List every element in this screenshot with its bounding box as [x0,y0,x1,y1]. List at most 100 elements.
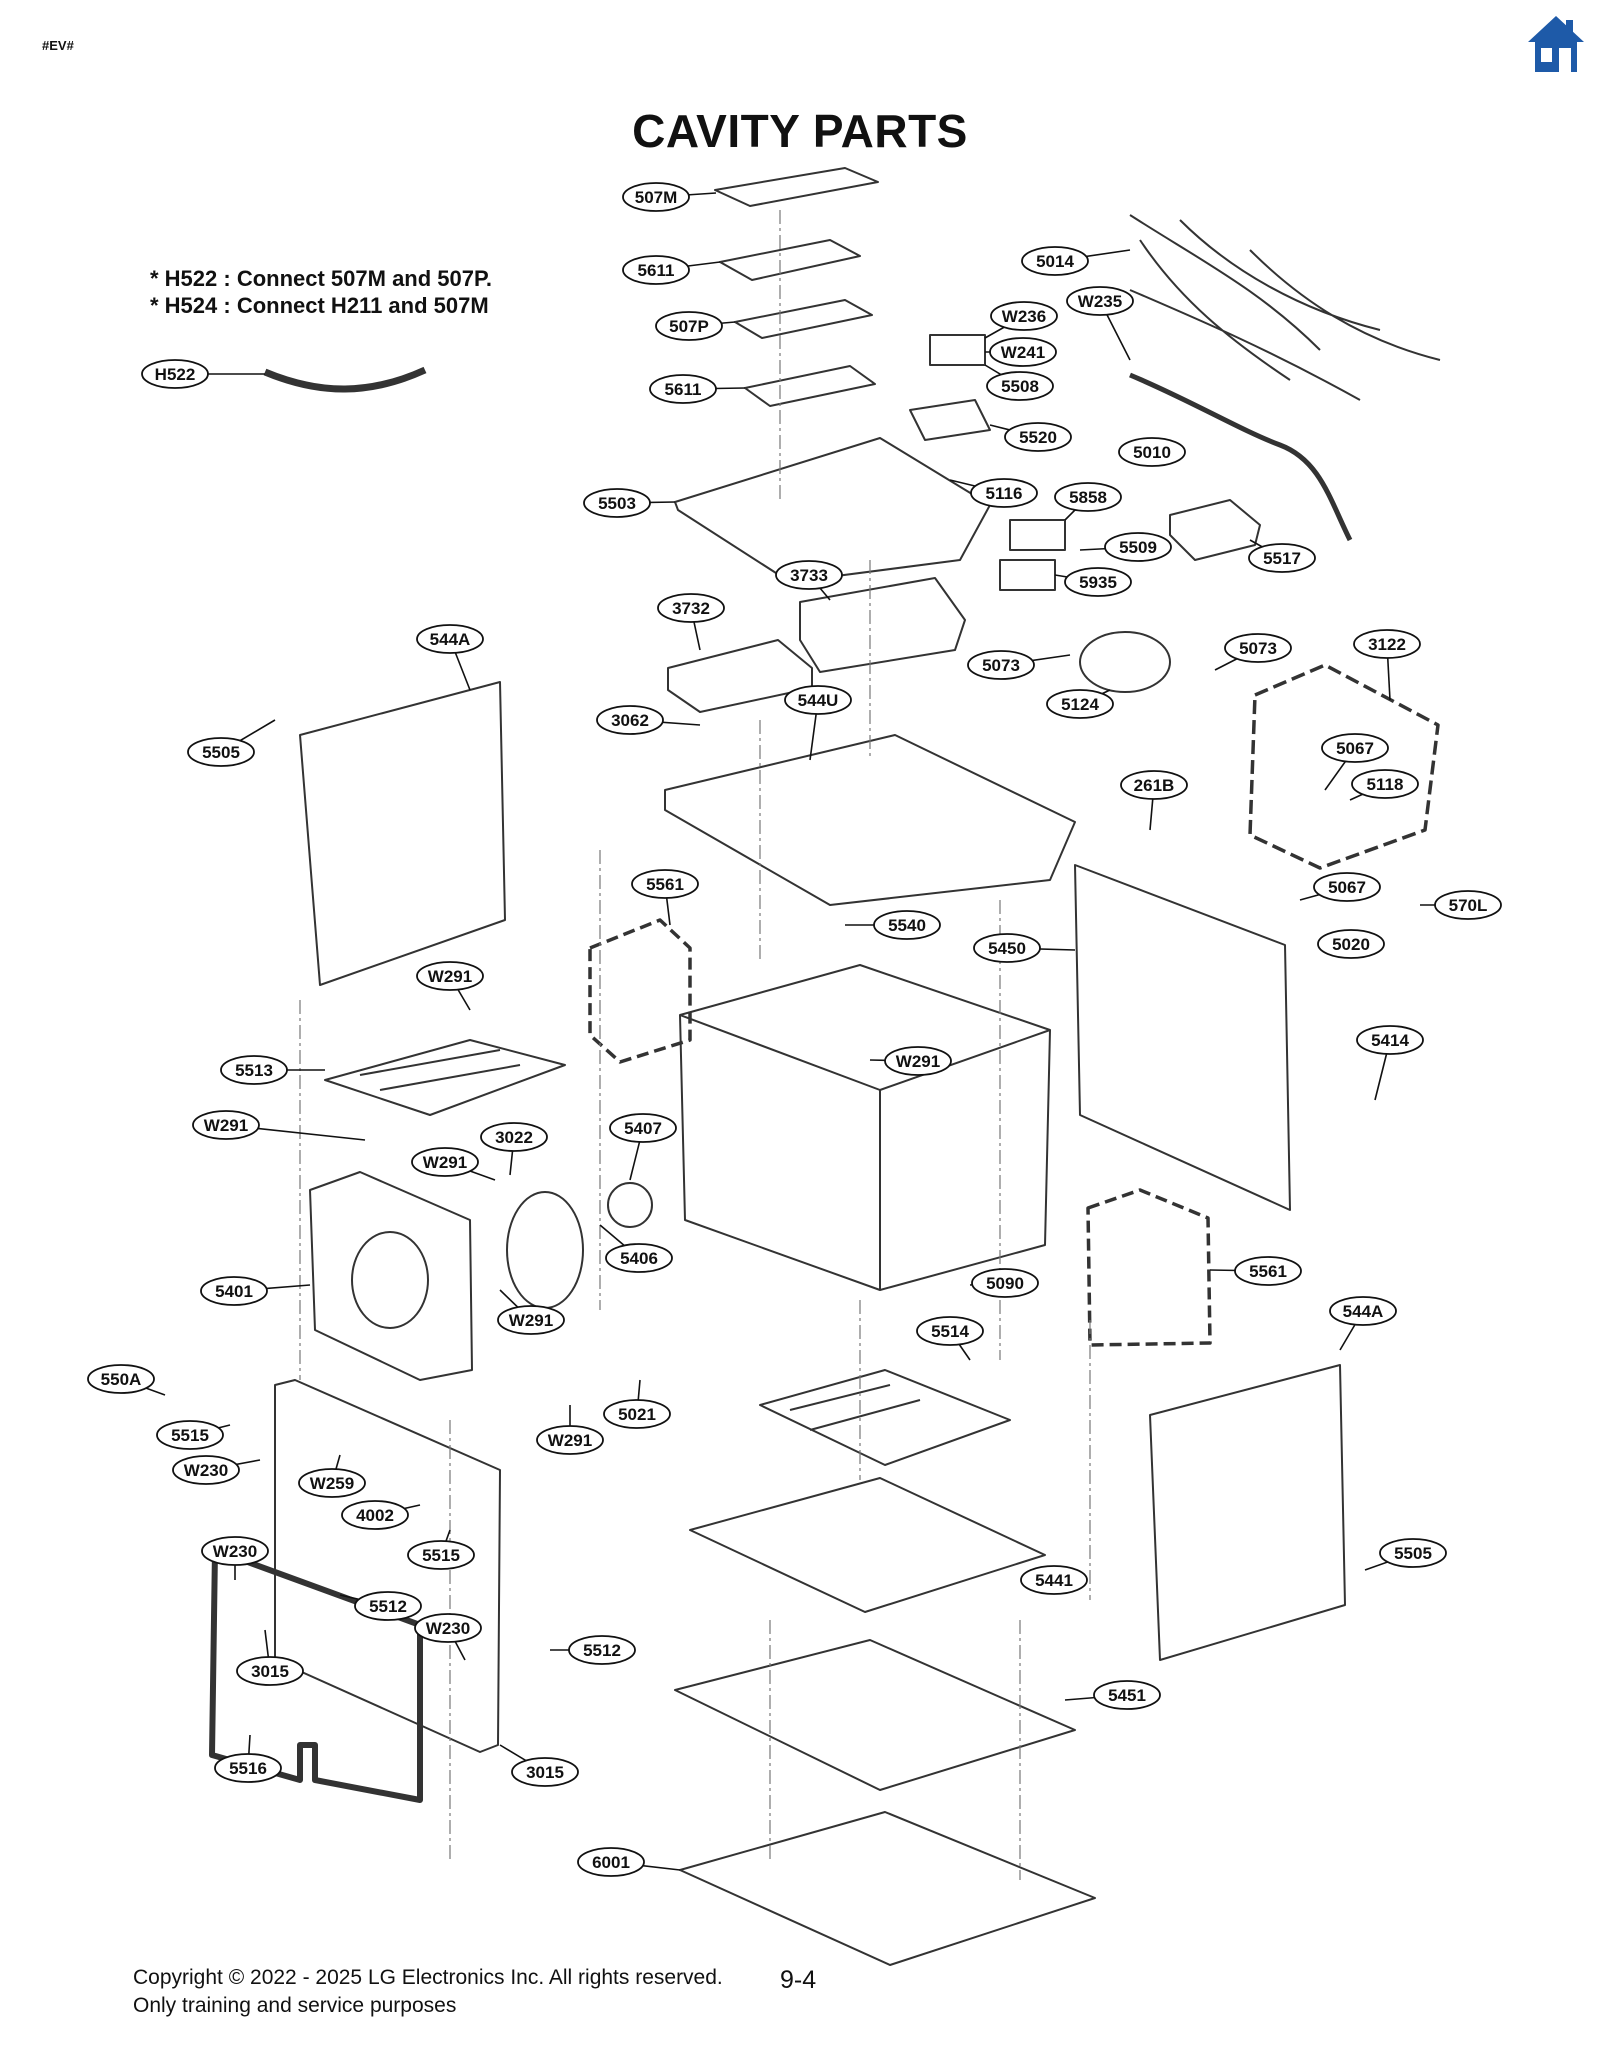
callout-W241: W241 [985,337,1057,367]
callout-label: 5520 [1019,428,1057,447]
callout-bubble [568,1635,636,1665]
part-3733-housing [799,577,966,673]
callout-W230: W230 [414,1613,482,1661]
callout-label: 6001 [592,1853,630,1872]
callout-bubble [784,685,852,715]
callout-W230: W230 [172,1455,261,1485]
callout-label: 507M [635,188,678,207]
callout-bubble [1020,1565,1088,1595]
callout-bubble [1248,543,1316,573]
callout-5441: 5441 [1020,1565,1088,1595]
callout-bubble [1104,532,1172,562]
callout-bubble [605,1243,673,1273]
part-5858-relay [1009,519,1066,551]
callout-label: 5516 [229,1759,267,1778]
callout-3122: 3122 [1353,629,1421,701]
callout-label: 5509 [1119,538,1157,557]
callout-label: 5450 [988,939,1026,958]
callout-label: 5010 [1133,443,1171,462]
callout-label: 5503 [598,494,636,513]
callout-3732: 3732 [657,593,725,651]
callout-507M: 507M [622,182,717,212]
callout-bubble [1353,629,1421,659]
callout-label: 3015 [251,1662,289,1681]
page-number: 9-4 [780,1966,817,1994]
callout-label: 5513 [235,1061,273,1080]
part-5611-bracket-lower [744,365,876,407]
callout-5512: 5512 [339,1591,422,1621]
callout-W291: W291 [497,1289,565,1335]
callout-5451: 5451 [1064,1680,1161,1710]
callout-5020: 5020 [1317,929,1385,959]
callout-bubble [1021,246,1089,276]
callout-bubble [1093,1680,1161,1710]
part-5520-bracket [909,399,991,441]
callout-label: 550A [101,1370,142,1389]
callout-bubble [967,650,1035,680]
callout-label: 5508 [1001,377,1039,396]
callout-5515: 5515 [156,1420,231,1450]
home-icon [1528,16,1584,72]
callout-4002: 4002 [341,1500,421,1530]
callout-bubble [1317,929,1385,959]
part-5611-bracket-upper [719,239,861,281]
callout-bubble [1234,1256,1302,1286]
callout-bubble [1321,733,1389,763]
callout-label: 5611 [638,261,675,280]
callout-bubble [775,560,843,590]
callout-label: 5441 [1035,1571,1073,1590]
callout-bubble [1313,872,1381,902]
callout-label: 5561 [1249,1262,1287,1281]
callout-label: 570L [1449,896,1488,915]
part-544A-side-right [1149,1364,1346,1661]
callout-5515: 5515 [407,1529,475,1570]
callout-label: 544U [798,691,839,710]
callout-bubble [1054,482,1122,512]
callout-5407: 5407 [609,1113,677,1181]
callout-5073: 5073 [967,650,1071,680]
callout-label: 3122 [1368,635,1406,654]
callout-bubble [407,1540,475,1570]
connection-note-h522: * H522 : Connect 507M and 507P. [150,266,492,291]
callout-bubble [990,301,1058,331]
callout-5561: 5561 [1209,1256,1302,1286]
callout-bubble [596,705,664,735]
callout-label: 261B [1134,776,1175,795]
callout-label: 3732 [672,599,710,618]
callout-3022: 3022 [480,1122,548,1176]
callout-label: 5512 [369,1597,407,1616]
callout-5067: 5067 [1299,872,1381,902]
callout-bubble [1118,437,1186,467]
part-5513-element [324,1039,566,1116]
callout-3062: 3062 [596,705,701,735]
footer-purpose: Only training and service purposes [133,1994,457,2017]
callout-bubble [354,1591,422,1621]
callout-label: 5858 [1069,488,1107,507]
footer-copyright: Copyright © 2022 - 2025 LG Electronics I… [133,1966,723,1989]
callout-544A: 544A [416,624,484,691]
callout-bubble [511,1757,579,1787]
callout-bubble [416,624,484,654]
part-5561-box-upper [588,918,692,1064]
callout-label: 3733 [790,566,828,585]
callout-label: 3015 [526,1763,564,1782]
part-6001-base [679,1811,1096,1966]
callout-label: W291 [548,1431,592,1450]
callout-bubble [141,359,209,389]
callout-label: 5118 [1367,775,1404,794]
callout-label: 3062 [611,711,649,730]
part-5514-element [759,1369,1011,1466]
part-drawings [209,167,1441,1966]
page-title: CAVITY PARTS [632,105,968,157]
callout-550A: 550A [87,1364,166,1396]
callout-5513: 5513 [220,1055,325,1085]
callout-label: 5515 [171,1426,209,1445]
home-button[interactable] [1526,14,1586,74]
callout-5116: 5116 [949,478,1038,508]
callout-W259: W259 [298,1454,366,1498]
callout-5517: 5517 [1248,539,1316,573]
callout-W236: W236 [984,301,1058,339]
callout-label: 507P [669,317,709,336]
part-5451-bottom-panel [674,1639,1076,1791]
